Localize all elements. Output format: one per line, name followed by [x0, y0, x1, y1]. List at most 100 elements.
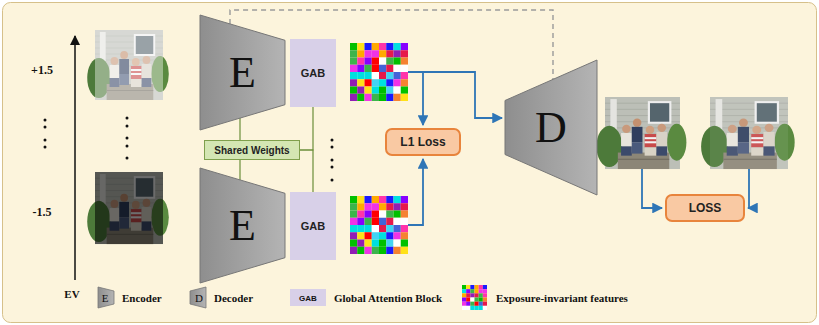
- feature-cell: [466, 293, 470, 297]
- feature-cell: [379, 58, 386, 65]
- feature-cell: [350, 43, 357, 50]
- feature-cell: [386, 232, 393, 239]
- feature-cell: [462, 285, 466, 289]
- feature-cell: [483, 302, 487, 306]
- feature-cell: [372, 94, 379, 101]
- node-label: GAB: [301, 67, 325, 79]
- feature-cell: [357, 79, 364, 86]
- feature-cell: [372, 232, 379, 239]
- feature-cell: [483, 298, 487, 302]
- feature-cell: [479, 302, 483, 306]
- feature-cell: [386, 218, 393, 225]
- legend-label: Encoder: [122, 292, 162, 304]
- feature-cell: [394, 211, 401, 218]
- illustration-part: [331, 179, 334, 182]
- feature-cell: [372, 87, 379, 94]
- feature-cell: [479, 289, 483, 293]
- feature-cell: [379, 50, 386, 57]
- feature-cell: [372, 211, 379, 218]
- illustration-part: [423, 72, 502, 118]
- illustration-part: [98, 287, 114, 308]
- attention-block: GAB: [290, 39, 336, 107]
- feature-cell: [386, 79, 393, 86]
- feature-cell: [394, 43, 401, 50]
- feature-cell: [350, 247, 357, 254]
- illustration-part: [701, 97, 795, 169]
- feature-cell: [483, 306, 487, 310]
- illustration-part: [126, 145, 129, 148]
- feature-cell: [470, 306, 474, 310]
- feature-cell: [386, 72, 393, 79]
- feature-cell: [466, 302, 470, 306]
- photo-dots: [126, 117, 129, 160]
- target-photo: [701, 97, 795, 169]
- feature-cell: [350, 87, 357, 94]
- feature-cell: [401, 72, 408, 79]
- feature-cell: [357, 50, 364, 57]
- node-label: D: [535, 106, 567, 150]
- output-photo: [596, 97, 686, 169]
- feature-cell: [365, 65, 372, 72]
- feature-grid: [350, 196, 408, 254]
- feature-cell: [386, 65, 393, 72]
- illustration-part: [190, 287, 206, 308]
- loss-box: LOSS: [665, 194, 745, 222]
- illustration-part: [642, 169, 662, 208]
- feature-cell: [394, 72, 401, 79]
- feature-cell: [365, 225, 372, 232]
- feature-cell: [386, 58, 393, 65]
- feature-cell: [401, 211, 408, 218]
- feature-cell: [372, 218, 379, 225]
- feature-cell: [479, 306, 483, 310]
- feature-cell: [357, 65, 364, 72]
- legend-icon-letter: D: [195, 292, 203, 304]
- node-label: L1 Loss: [400, 135, 445, 149]
- feature-cell: [475, 302, 479, 306]
- feature-cell: [401, 79, 408, 86]
- feature-cell: [365, 79, 372, 86]
- feature-cell: [357, 72, 364, 79]
- feature-cell: [372, 72, 379, 79]
- feature-cell: [401, 87, 408, 94]
- feature-cell: [350, 240, 357, 247]
- feature-cell: [372, 225, 379, 232]
- illustration-part: [331, 166, 334, 169]
- loss-box: L1 Loss: [385, 128, 461, 156]
- feature-cell: [365, 50, 372, 57]
- illustration-part: [44, 146, 47, 149]
- feature-cell: [372, 196, 379, 203]
- feature-cell: [350, 218, 357, 225]
- feature-cell: [386, 247, 393, 254]
- feature-cell: [394, 225, 401, 232]
- weight-share-link: [300, 107, 313, 150]
- feature-cell: [394, 218, 401, 225]
- illustration-part: [710, 97, 788, 169]
- feature-cell: [470, 302, 474, 306]
- feature-cell: [379, 196, 386, 203]
- feature-cell: [394, 203, 401, 210]
- feature-cell: [379, 87, 386, 94]
- feature-cell: [466, 289, 470, 293]
- illustration-part: [408, 159, 423, 225]
- legend-icon-letter: E: [102, 292, 109, 304]
- feature-cell: [394, 50, 401, 57]
- feature-cell: [466, 285, 470, 289]
- feature-cell: [365, 218, 372, 225]
- feature-cell: [357, 211, 364, 218]
- feature-cell: [357, 196, 364, 203]
- illustration-part: [408, 72, 423, 125]
- node-label: LOSS: [689, 201, 722, 215]
- illustration-part: [44, 139, 47, 142]
- feature-cell: [470, 289, 474, 293]
- node-label: GAB: [301, 220, 325, 232]
- illustration-part: [748, 169, 749, 208]
- feature-cell: [483, 289, 487, 293]
- feature-cell: [401, 50, 408, 57]
- background-panel: [3, 3, 817, 323]
- feature-cell: [479, 293, 483, 297]
- node-label: Shared Weights: [214, 145, 289, 156]
- illustration-part: [126, 157, 129, 160]
